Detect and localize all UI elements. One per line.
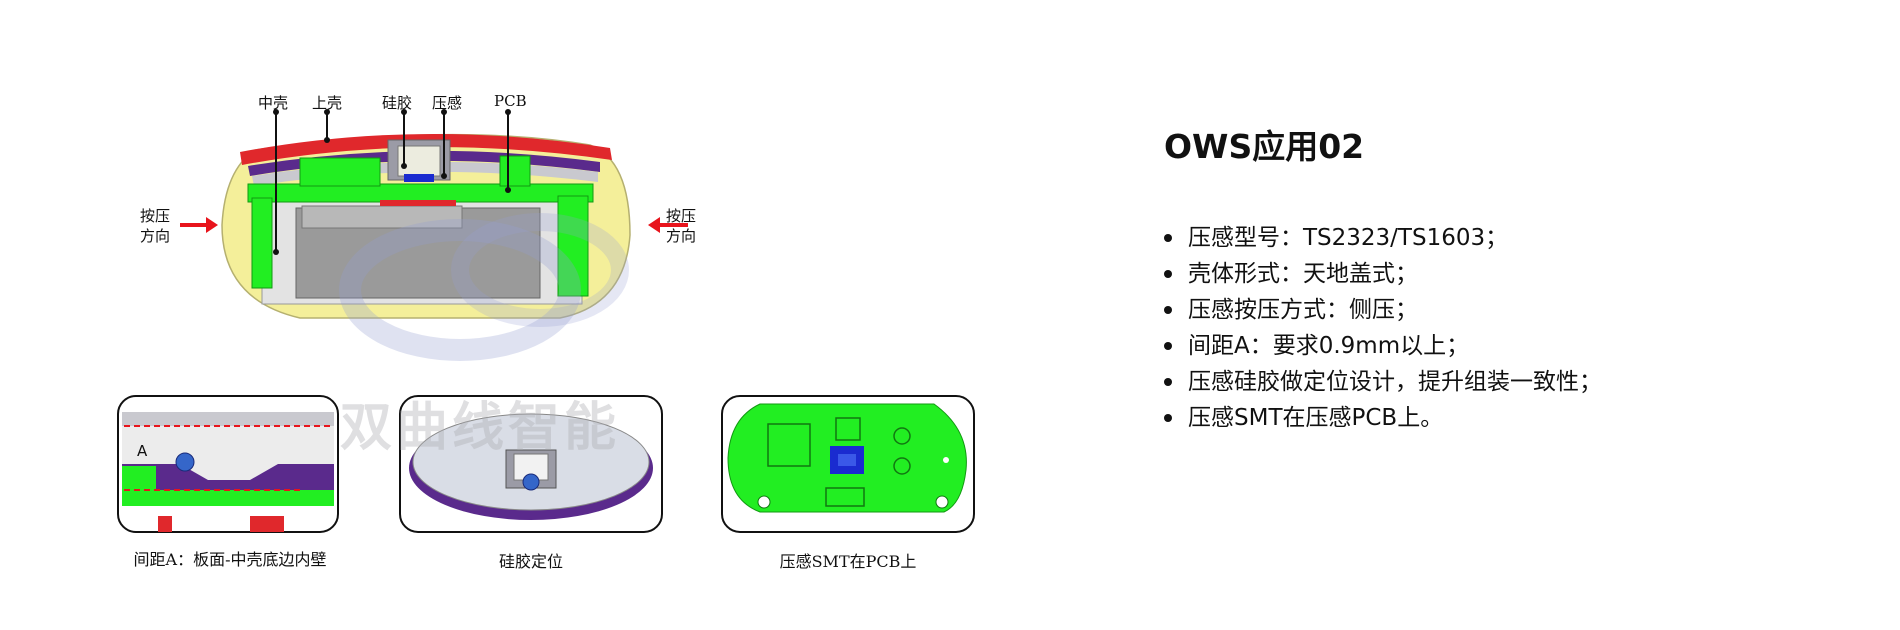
smt-on-pcb-box — [721, 395, 975, 533]
press-direction-right-label: 按压 方向 — [666, 207, 697, 245]
earbud-cross-section — [117, 109, 975, 533]
spec-item: 压感型号：TS2323/TS1603； — [1160, 220, 1860, 256]
callout-mid-shell: 中壳 — [258, 94, 289, 112]
top-shell-red — [240, 133, 612, 165]
gap-marker: A — [137, 442, 148, 460]
press-direction-left-label: 按压 方向 — [140, 207, 171, 245]
caption-gap-detail: 间距A：板面-中壳底边内壁 — [133, 550, 327, 569]
info-panel: OWS应用02 压感型号：TS2323/TS1603； 壳体形式：天地盖式； 压… — [1160, 120, 1860, 436]
callout-pcb: PCB — [494, 92, 527, 110]
caption-smt-on-pcb: 压感SMT在PCB上 — [779, 552, 917, 571]
press-arrow-right — [648, 217, 688, 233]
silicone-positioning-box — [399, 395, 663, 533]
callout-top-shell: 上壳 — [312, 94, 343, 112]
callout-silicone: 硅胶 — [382, 94, 413, 112]
press-arrow-left — [180, 217, 218, 233]
spec-item: 压感SMT在压感PCB上。 — [1160, 400, 1860, 436]
caption-silicone-positioning: 硅胶定位 — [498, 552, 563, 571]
gap-detail-box — [117, 395, 339, 533]
callout-pressure-sensor: 压感 — [432, 94, 463, 112]
spec-item: 壳体形式：天地盖式； — [1160, 256, 1860, 292]
spec-item: 间距A：要求0.9mm以上； — [1160, 328, 1860, 364]
spec-item: 压感按压方式：侧压； — [1160, 292, 1860, 328]
spec-list: 压感型号：TS2323/TS1603； 壳体形式：天地盖式； 压感按压方式：侧压… — [1160, 220, 1860, 436]
spec-item: 压感硅胶做定位设计，提升组装一致性； — [1160, 364, 1860, 400]
figure-area: 中壳 上壳 硅胶 压感 PCB 按压 方向 按压 方向 A 双曲线智能 间距A：… — [117, 92, 975, 571]
page-title: OWS应用02 — [1164, 127, 1365, 166]
watermark: 双曲线智能 — [340, 397, 621, 458]
